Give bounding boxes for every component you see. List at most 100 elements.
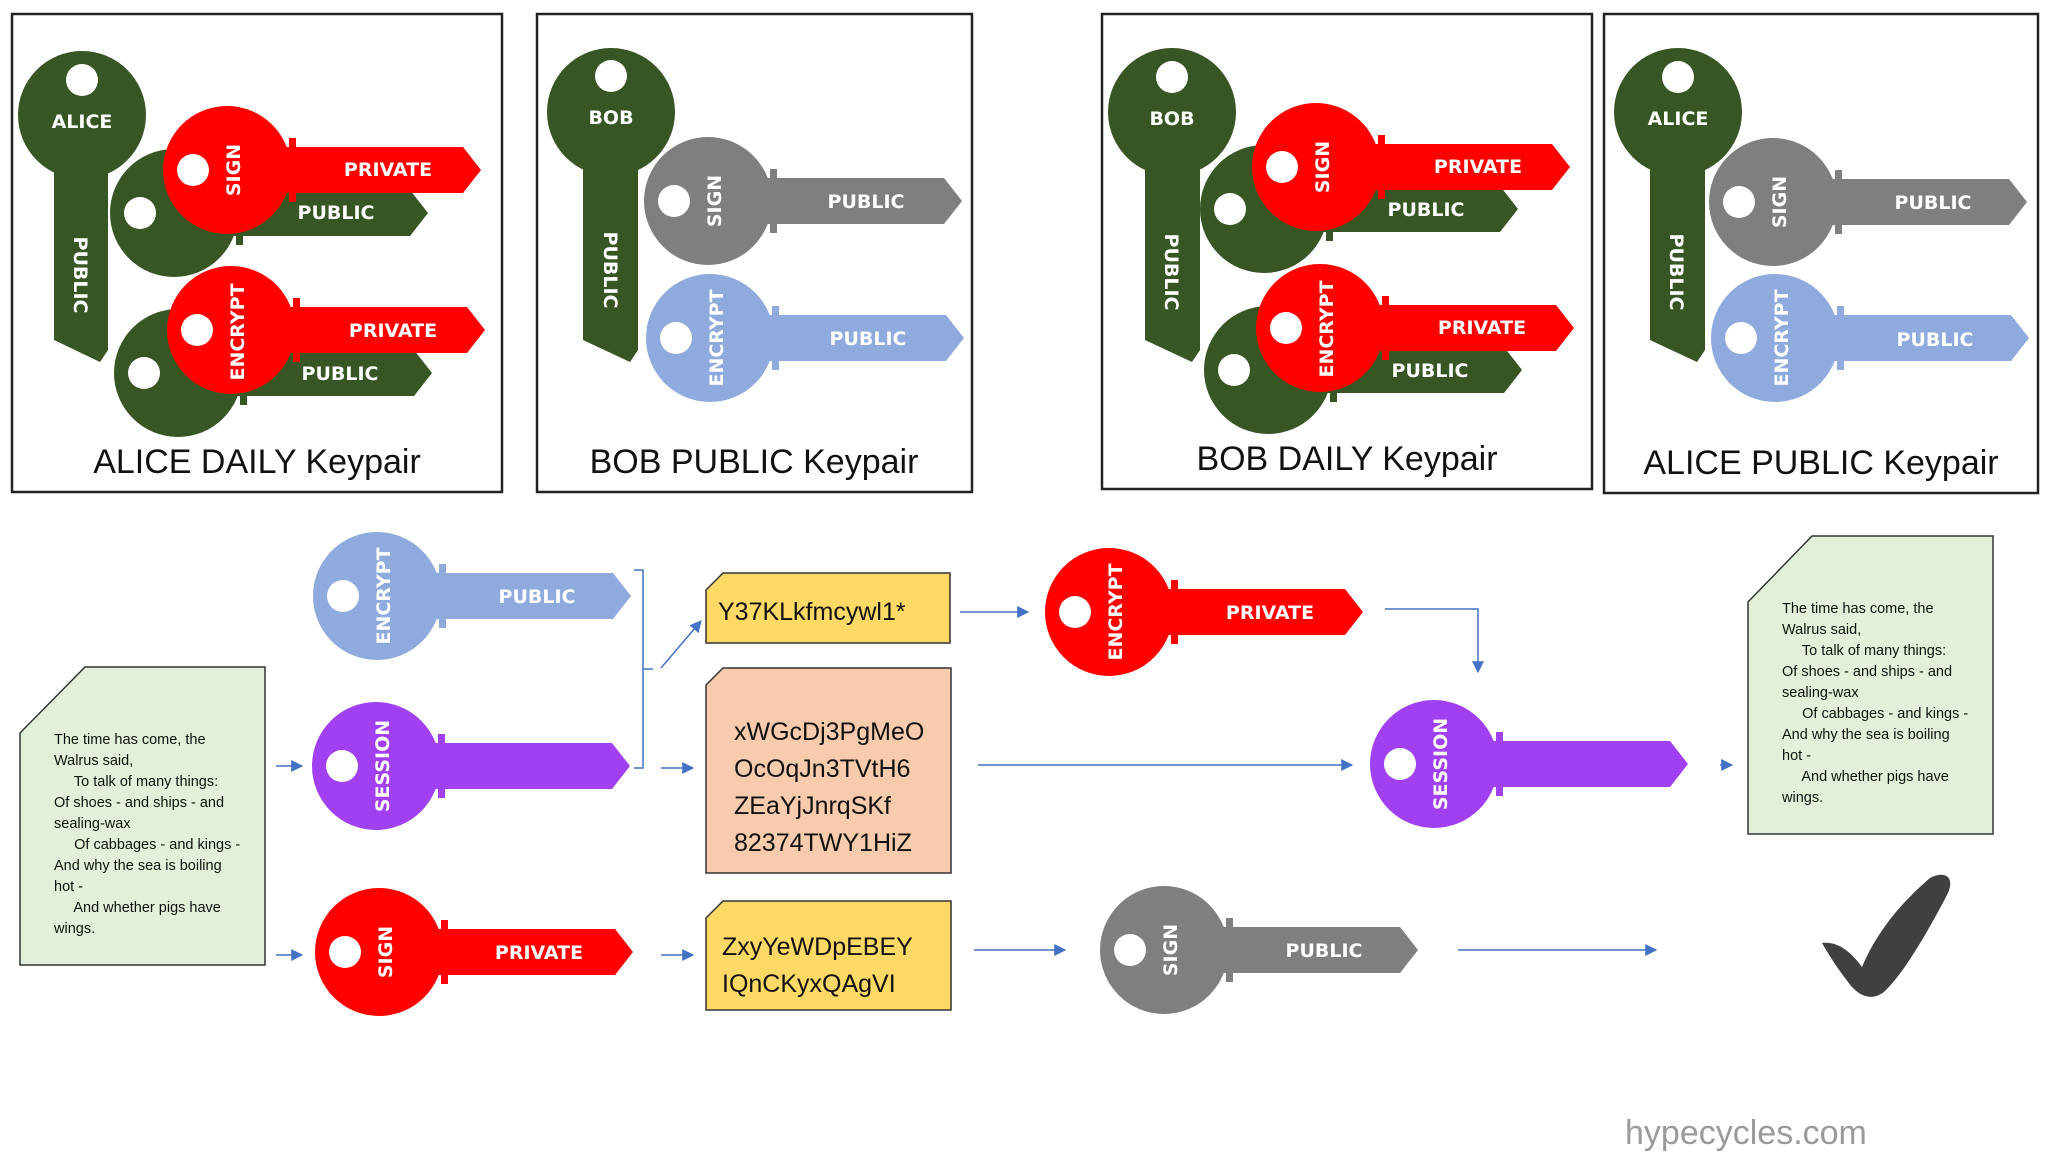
- key-label: ENCRYPT: [706, 289, 728, 386]
- message-line: To talk of many things:: [1782, 643, 1946, 659]
- ciphertext-line: Y37KLkfmcywl1*: [718, 598, 906, 626]
- key-label: SIGN: [375, 926, 397, 978]
- bob-encrypt-public-key: PUBLIC: [1204, 306, 1522, 434]
- key-label: PRIVATE: [1438, 317, 1526, 339]
- panel-bob-public: BOB PUBLIC Keypair: [535, 12, 974, 494]
- ciphertext-line: IQnCKyxQAgVI: [722, 970, 896, 998]
- panel-title: BOB PUBLIC Keypair: [590, 443, 919, 481]
- key-label: PUBLIC: [499, 586, 576, 608]
- alice-sign-public-key: PUBLIC SIGN: [1709, 138, 2027, 266]
- key-label: ENCRYPT: [373, 547, 395, 644]
- message-line: To talk of many things:: [54, 774, 218, 790]
- key-label: SIGN: [223, 144, 245, 196]
- alice-encrypt-private-key: PRIVATE ENCRYPT: [167, 266, 485, 394]
- ciphertext-line: OcOqJn3TVtH6: [734, 755, 910, 783]
- message-line: hot -: [54, 879, 83, 895]
- message-line: Of cabbages - and kings -: [54, 837, 240, 853]
- alice-master-key: ALICE PUBLIC: [18, 51, 146, 362]
- key-label: SIGN: [1312, 141, 1334, 193]
- key-label: PUBLIC: [1286, 940, 1363, 962]
- merge-bracket: [634, 569, 644, 769]
- bob-encrypt-public-key-flow: PUBLIC ENCRYPT: [313, 532, 631, 660]
- alice-encrypt-public-key: PUBLIC: [114, 309, 432, 437]
- footer-credit: hypecycles.com: [1625, 1114, 1867, 1152]
- message-line: And whether pigs have: [54, 900, 221, 916]
- message-line: And why the sea is boiling: [54, 858, 222, 874]
- key-label: SIGN: [1160, 924, 1182, 976]
- encrypted-message-box: xWGcDj3PgMeO OcOqJn3TVtH6 ZEaYjJnrqSKf 8…: [705, 667, 952, 874]
- message-line: Walrus said,: [1782, 622, 1861, 638]
- panel-title: ALICE DAILY Keypair: [93, 443, 421, 481]
- key-label: PUBLIC: [599, 232, 621, 309]
- bob-sign-public-key: PUBLIC: [1200, 145, 1518, 273]
- message-line: sealing-wax: [54, 816, 131, 832]
- key-label: PUBLIC: [1388, 199, 1465, 221]
- ciphertext-line: ZEaYjJnrqSKf: [734, 792, 891, 820]
- key-label: ENCRYPT: [227, 283, 249, 380]
- alice-sign-private-key-flow: PRIVATE SIGN: [315, 888, 633, 1016]
- session-key-decrypt: SESSION: [1370, 700, 1688, 828]
- key-label: PRIVATE: [344, 159, 432, 181]
- key-label: SESSION: [372, 720, 394, 812]
- signature-box: ZxyYeWDpEBEY IQnCKyxQAgVI: [705, 900, 952, 1011]
- plaintext-message-note: The time has come, the Walrus said, To t…: [19, 666, 266, 966]
- message-line: And why the sea is boiling: [1782, 727, 1950, 743]
- ciphertext-line: xWGcDj3PgMeO: [734, 718, 924, 746]
- arrow: [660, 620, 702, 669]
- key-label: PUBLIC: [828, 191, 905, 213]
- alice-public-master-key: ALICE PUBLIC: [1614, 48, 1742, 362]
- key-label: PRIVATE: [1434, 156, 1522, 178]
- key-label: SESSION: [1430, 718, 1452, 810]
- key-label: PRIVATE: [495, 942, 583, 964]
- message-line: wings.: [1781, 790, 1823, 806]
- key-label: ENCRYPT: [1105, 563, 1127, 660]
- key-label: PUBLIC: [830, 328, 907, 350]
- key-label: ENCRYPT: [1771, 289, 1793, 386]
- message-line: Of shoes - and ships - and: [54, 795, 224, 811]
- message-line: hot -: [1782, 748, 1811, 764]
- key-label: PRIVATE: [1226, 602, 1314, 624]
- message-line: sealing-wax: [1782, 685, 1859, 701]
- alice-sign-public-key: PUBLIC: [110, 149, 428, 277]
- panel-title: BOB DAILY Keypair: [1196, 440, 1497, 478]
- bob-encrypt-private-key: PRIVATE ENCRYPT: [1256, 264, 1574, 392]
- session-key-encrypt: SESSION: [312, 702, 630, 830]
- alice-sign-public-key-flow: PUBLIC SIGN: [1100, 886, 1418, 1014]
- bob-master-key: BOB PUBLIC: [547, 48, 675, 362]
- panel-title: ALICE PUBLIC Keypair: [1643, 444, 1998, 482]
- message-line: Of shoes - and ships - and: [1782, 664, 1952, 680]
- key-label: ALICE: [52, 111, 113, 133]
- bob-sign-private-key: PRIVATE SIGN: [1252, 103, 1570, 231]
- key-label: PUBLIC: [69, 237, 91, 314]
- ciphertext-line: ZxyYeWDpEBEY: [722, 933, 913, 961]
- key-label: ENCRYPT: [1316, 280, 1338, 377]
- message-line: And whether pigs have: [1782, 769, 1949, 785]
- message-line: wings.: [53, 921, 95, 937]
- key-label: PUBLIC: [1160, 234, 1182, 311]
- message-line: The time has come, the: [1782, 601, 1934, 617]
- decrypted-message-note: The time has come, the Walrus said, To t…: [1747, 535, 1994, 835]
- key-label: PRIVATE: [349, 320, 437, 342]
- key-label: BOB: [1149, 108, 1194, 130]
- alice-sign-private-key: PRIVATE SIGN: [163, 106, 481, 234]
- key-label: PUBLIC: [1665, 234, 1687, 311]
- bob-sign-public-key: PUBLIC SIGN: [644, 137, 962, 265]
- message-line: Walrus said,: [54, 753, 133, 769]
- key-label: SIGN: [1769, 176, 1791, 228]
- checkmark-icon: [1822, 874, 1951, 997]
- message-line: The time has come, the: [54, 732, 206, 748]
- encrypted-session-key-box: Y37KLkfmcywl1*: [705, 572, 951, 644]
- message-lines: The time has come, the Walrus said, To t…: [1781, 601, 1968, 806]
- bob-encrypt-public-key: PUBLIC ENCRYPT: [646, 274, 964, 402]
- flow-arrows: [276, 569, 1734, 961]
- key-label: ALICE: [1648, 108, 1709, 130]
- bob-encrypt-private-key-flow: PRIVATE ENCRYPT: [1045, 548, 1363, 676]
- message-lines: The time has come, the Walrus said, To t…: [53, 732, 240, 937]
- arrow: [1385, 608, 1484, 674]
- key-label: BOB: [588, 107, 633, 129]
- key-label: PUBLIC: [1392, 360, 1469, 382]
- key-label: PUBLIC: [1895, 192, 1972, 214]
- message-line: Of cabbages - and kings -: [1782, 706, 1968, 722]
- ciphertext-line: 82374TWY1HiZ: [734, 829, 912, 857]
